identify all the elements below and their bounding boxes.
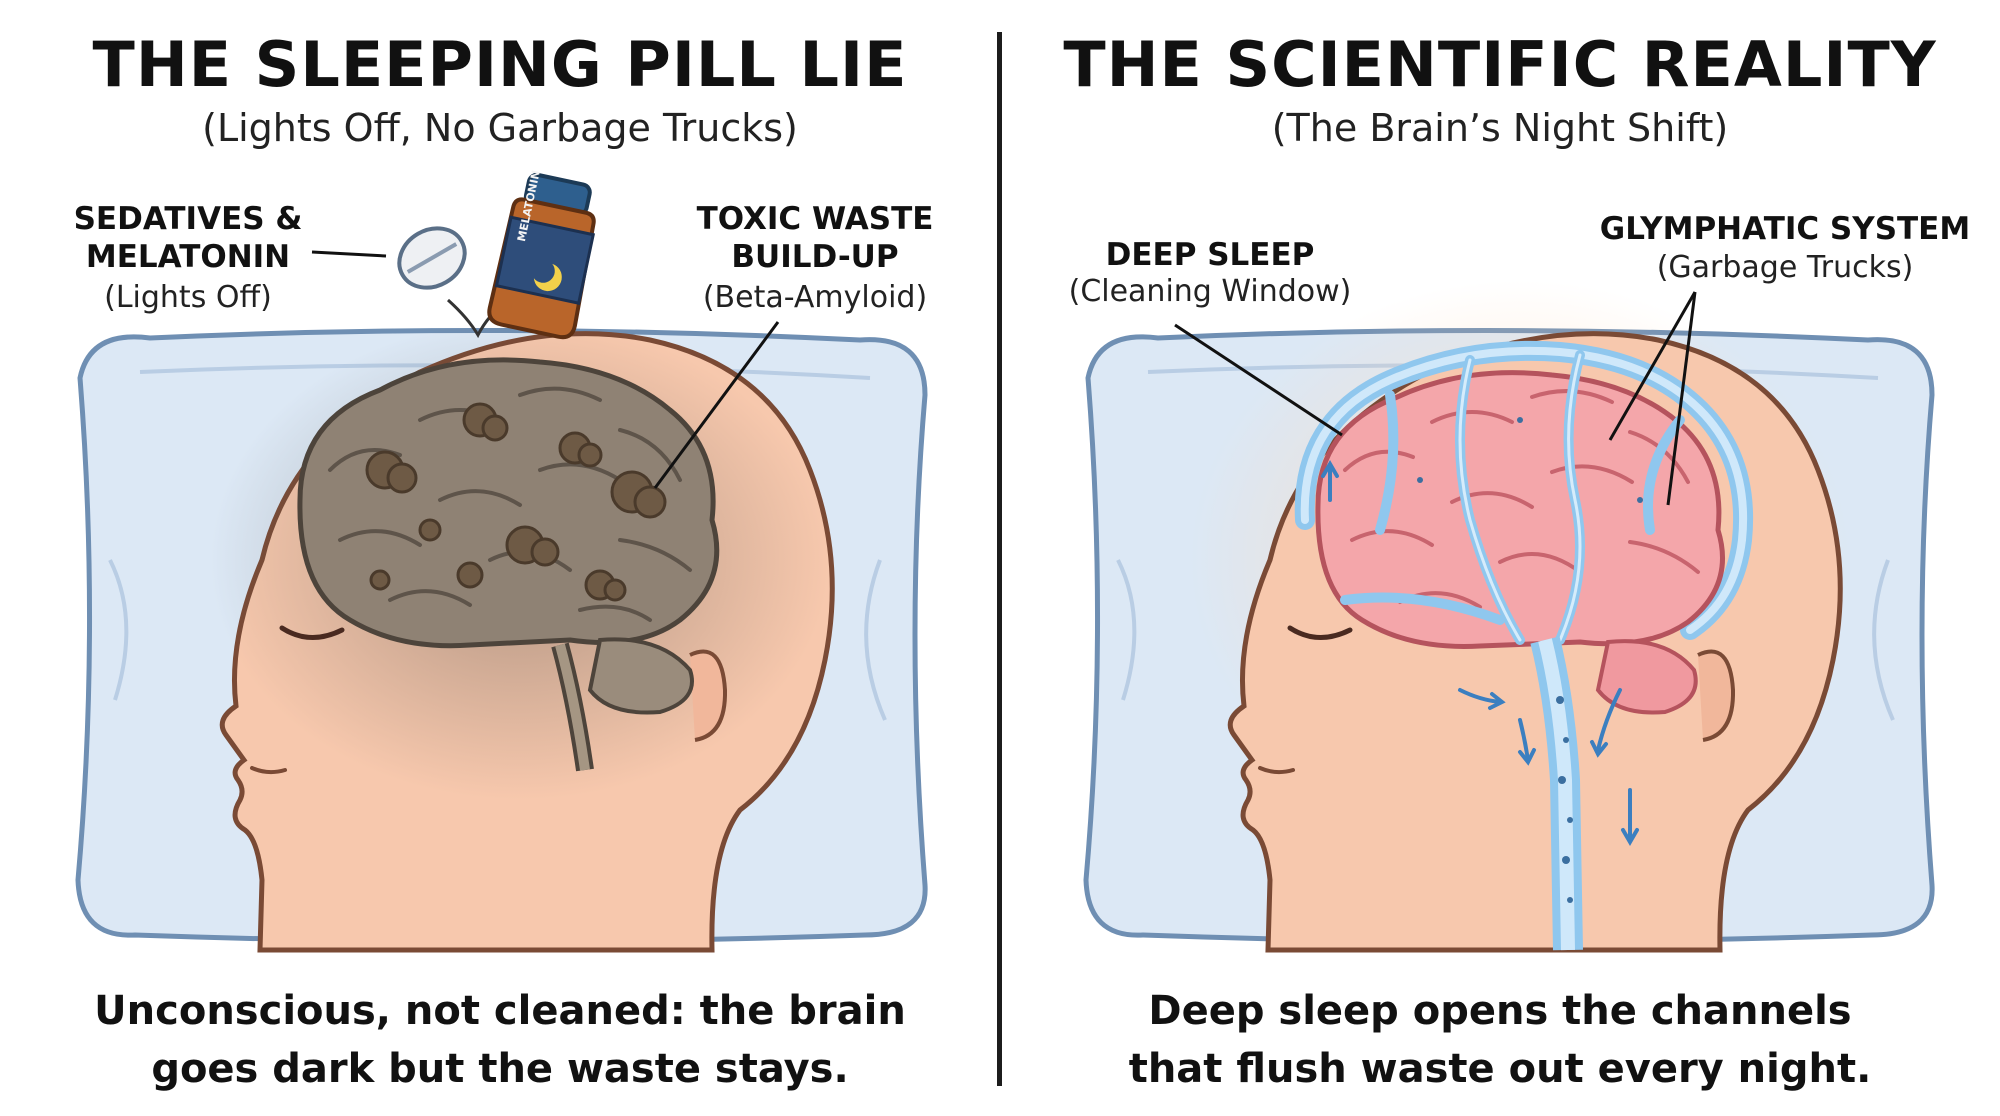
ear: [1697, 649, 1736, 742]
right-title: THE SCIENTIFIC REALITY: [1063, 28, 1937, 101]
sedatives-label: SEDATIVES & MELATONIN: [58, 200, 318, 276]
pillow-crease: [864, 559, 887, 721]
right-illustration: [1083, 280, 1935, 953]
mouth: [1258, 766, 1295, 775]
toxic-label-line2: BUILD-UP: [731, 239, 899, 275]
pillow-crease: [108, 559, 129, 701]
right-subtitle: (The Brain’s Night Shift): [1271, 106, 1729, 150]
pillow-crease: [1116, 559, 1137, 701]
right-caption-line2: that flush waste out every night.: [1128, 1046, 1872, 1092]
ear: [689, 649, 728, 742]
sedatives-sub-label: (Lights Off): [104, 280, 272, 315]
toxic-leader-line: [653, 321, 780, 489]
toxic-waste-label: TOXIC WASTE BUILD-UP: [665, 200, 965, 276]
deep-sleep-label: DEEP SLEEP: [1105, 237, 1315, 273]
left-title: THE SLEEPING PILL LIE: [92, 28, 908, 101]
left-panel-sleeping-pill: THE SLEEPING PILL LIE (Lights Off, No Ga…: [0, 28, 1000, 1098]
left-caption-line1: Unconscious, not cleaned: the brain: [94, 988, 906, 1034]
flow-arrows: [1321, 460, 1639, 846]
melatonin-bottle-icon: [487, 172, 596, 340]
closed-eye: [1287, 625, 1353, 641]
left-caption: Unconscious, not cleaned: the brain goes…: [0, 982, 1000, 1098]
mouth: [250, 766, 287, 775]
glymphatic-label: GLYMPHATIC SYSTEM: [1599, 211, 1971, 247]
right-caption: Deep sleep opens the channels that flush…: [1000, 982, 2000, 1098]
sedatives-label-line2: MELATONIN: [85, 239, 291, 275]
toxic-waste-sub-label: (Beta-Amyloid): [702, 280, 928, 315]
toxic-label-line1: TOXIC WASTE: [696, 201, 934, 237]
right-caption-line1: Deep sleep opens the channels: [1148, 988, 1852, 1034]
left-caption-line2: goes dark but the waste stays.: [151, 1046, 849, 1092]
deep-sleep-sub-label: (Cleaning Window): [1068, 274, 1352, 309]
glymphatic-branches-inner: [1458, 353, 1582, 642]
waste-clumps: [365, 402, 667, 602]
glymphatic-leader-line-1: [1608, 291, 1697, 441]
glymphatic-leader-line-2: [1666, 291, 1697, 506]
healthy-brain: [1315, 370, 1726, 715]
closed-eye: [279, 625, 345, 641]
sedatives-leader-line: [311, 250, 387, 258]
left-subtitle: (Lights Off, No Garbage Trucks): [202, 106, 798, 150]
deep-sleep-leader-line: [1174, 323, 1343, 437]
glymphatic-sub-label: (Garbage Trucks): [1656, 250, 1914, 285]
left-illustration: [75, 172, 928, 953]
sedatives-label-line1: SEDATIVES &: [73, 201, 303, 237]
center-divider: [997, 32, 1002, 1086]
pillow-crease: [1872, 559, 1895, 721]
pill-icon: [397, 226, 467, 290]
dark-brain: [297, 357, 720, 772]
right-panel-scientific-reality: THE SCIENTIFIC REALITY (The Brain’s Nigh…: [1000, 0, 2000, 1116]
waste-particles: [1417, 417, 1643, 903]
